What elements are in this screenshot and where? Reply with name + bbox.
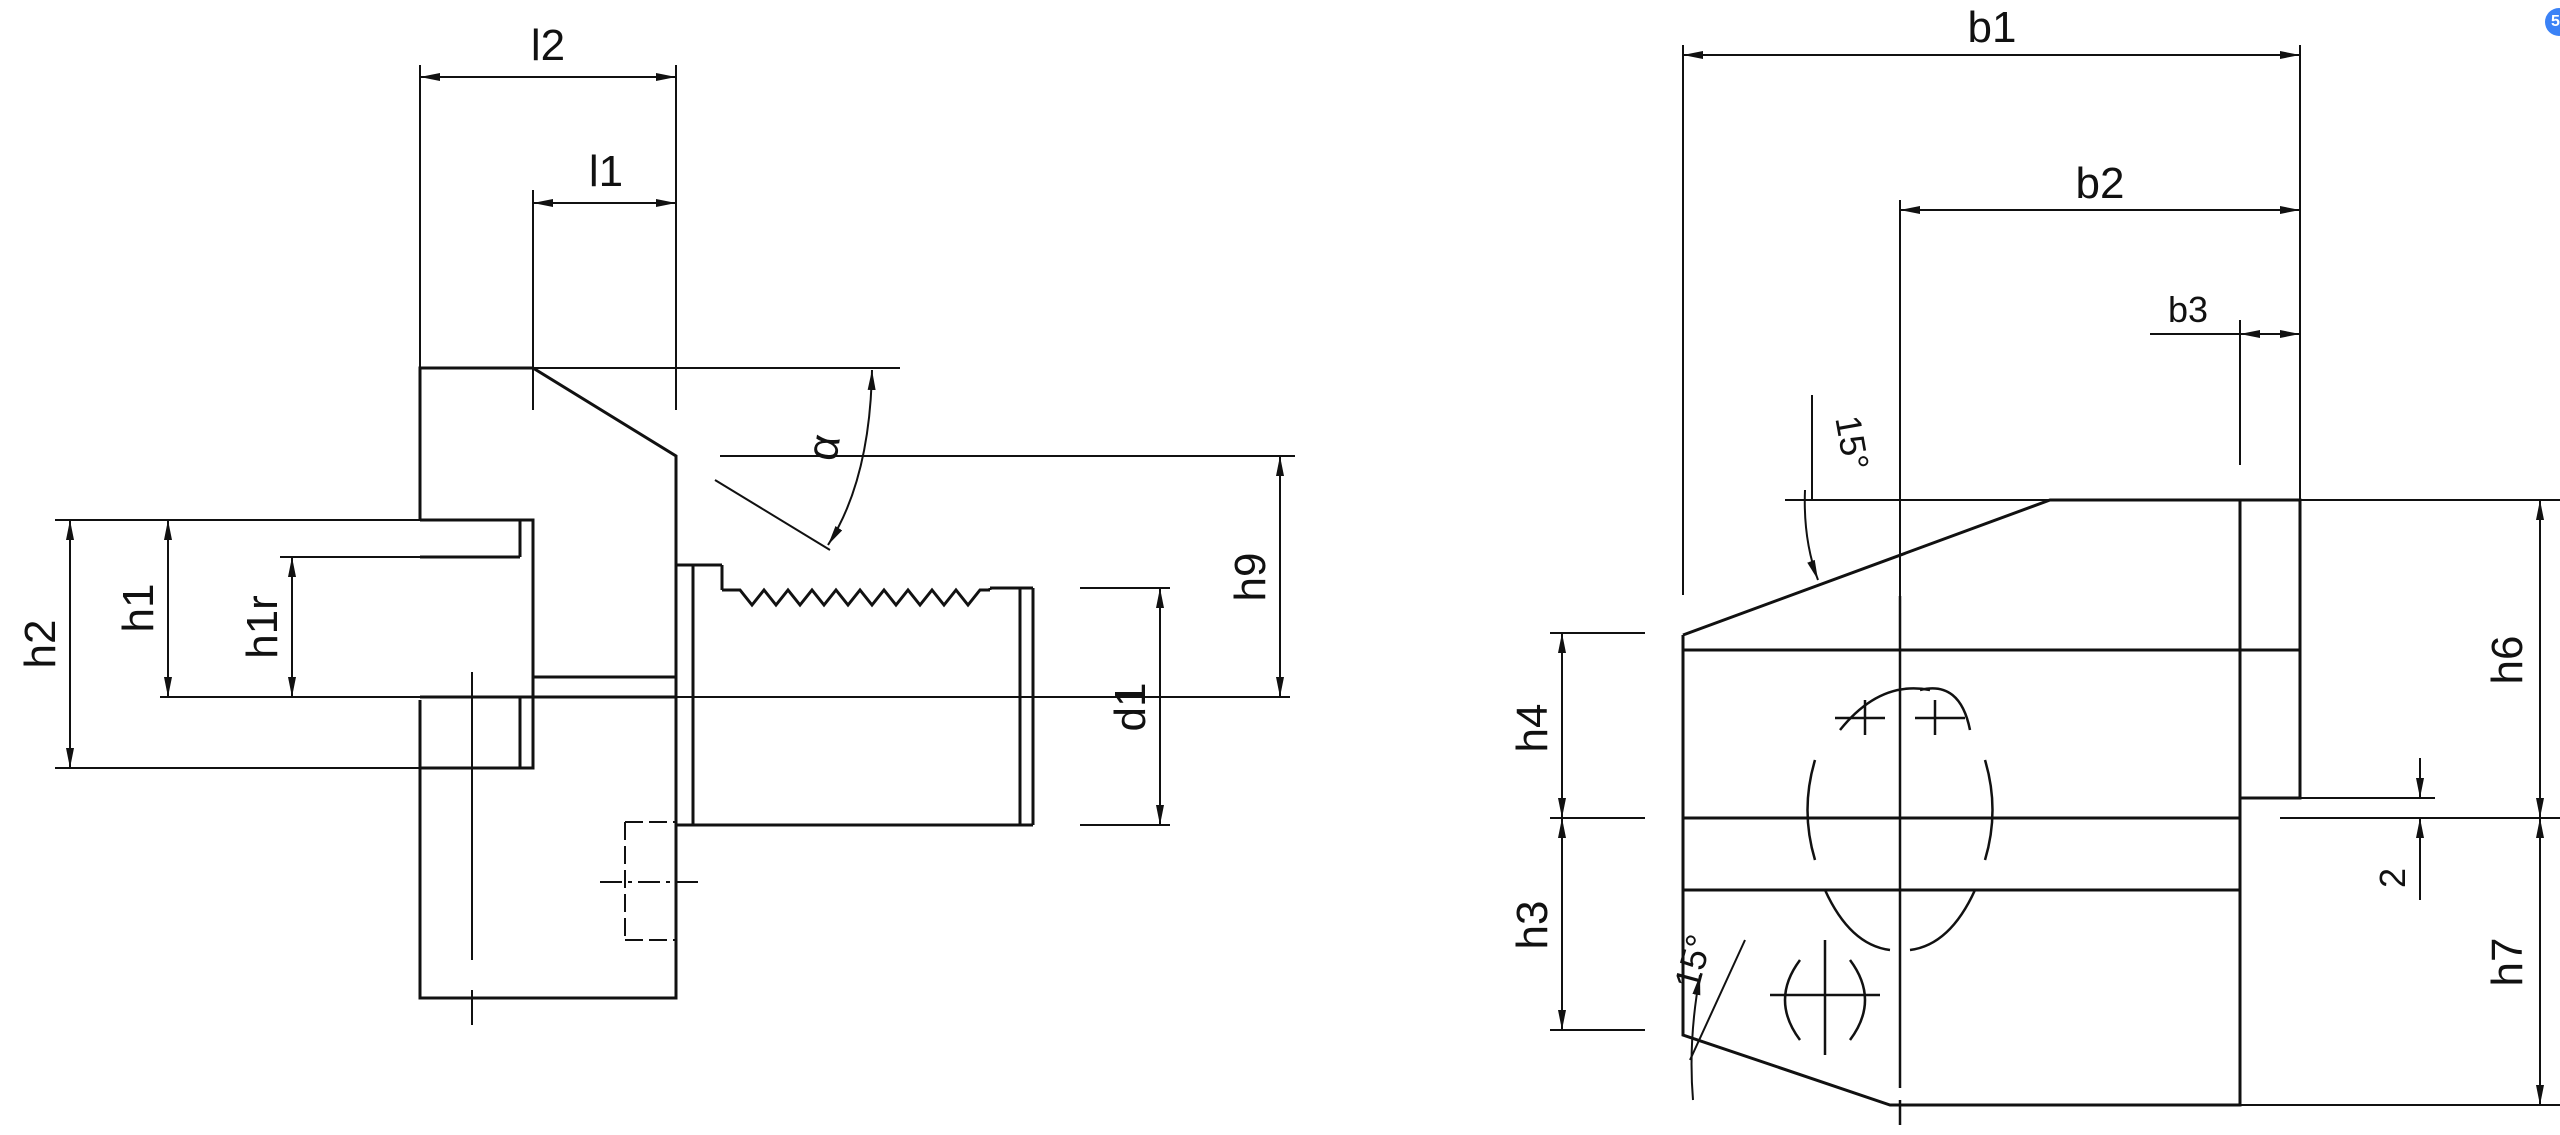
dim-h6-h7-2 [2240, 499, 2560, 1106]
dim-b3 [2150, 320, 2300, 465]
dim-d1 [1080, 587, 1170, 826]
left-hidden-lines [160, 555, 1290, 1025]
dim-angle-bottom [1689, 939, 1746, 1101]
label-h7: h7 [2483, 938, 2532, 987]
label-b1: b1 [1968, 3, 2017, 52]
shank [676, 563, 1035, 827]
label-l1: l1 [589, 147, 623, 196]
label-h6: h6 [2483, 636, 2532, 685]
dim-h4-h3 [1550, 632, 1645, 1031]
label-angle-top: 15° [1827, 412, 1877, 473]
right-hidden-lines [1770, 596, 1994, 1125]
dim-l1 [532, 190, 676, 410]
dim-h2-h1-h1r [55, 519, 520, 769]
label-b3: b3 [2168, 289, 2208, 330]
right-view [1550, 45, 2560, 1125]
label-two: 2 [2372, 868, 2413, 888]
left-body-outline [418, 366, 678, 1000]
left-view [55, 65, 1295, 1025]
dim-b1 [1682, 45, 2301, 595]
label-h9: h9 [1226, 553, 1275, 602]
label-h3: h3 [1508, 901, 1557, 950]
label-angle-bottom: 15° [1666, 930, 1720, 993]
notification-badge[interactable]: 5 [2545, 8, 2560, 36]
label-h1: h1 [114, 584, 163, 633]
label-d1: d1 [1106, 683, 1155, 732]
dim-h9 [720, 455, 1295, 697]
label-h1r: h1r [238, 595, 287, 659]
label-h2: h2 [16, 620, 65, 669]
label-alpha: α [797, 431, 850, 465]
label-b2: b2 [2076, 159, 2125, 208]
label-l2: l2 [531, 21, 565, 70]
dim-angle-top [1785, 395, 2050, 581]
label-h4: h4 [1508, 704, 1557, 753]
dim-l2 [419, 65, 677, 410]
dim-b2 [1899, 200, 2300, 600]
dim-alpha [533, 367, 900, 551]
